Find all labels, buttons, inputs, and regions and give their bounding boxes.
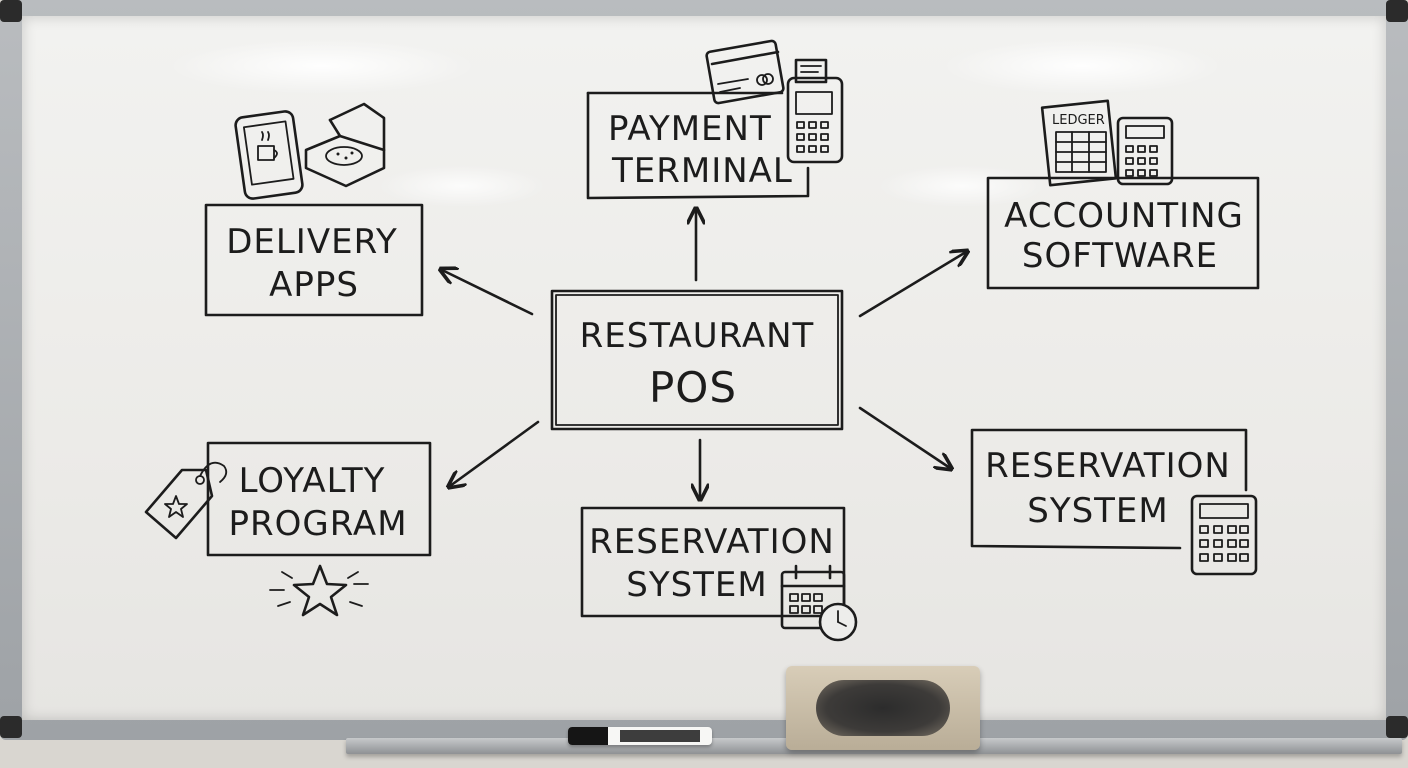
arrow-to-loyalty (450, 420, 540, 486)
eraser-felt (816, 680, 950, 736)
loyalty-label-line2: PROGRAM (228, 504, 407, 544)
credit-card-icon (705, 39, 785, 105)
node-payment-terminal: PAYMENT TERMINAL (586, 91, 810, 200)
loyalty-label-line1: LOYALTY (239, 461, 386, 501)
takeout-box-icon (304, 102, 386, 188)
node-delivery-apps: DELIVERY APPS (204, 203, 424, 317)
node-accounting-software: ACCOUNTING SOFTWARE (986, 176, 1260, 290)
center-label-line1: RESTAURANT (580, 316, 815, 356)
accounting-label-line1: ACCOUNTING (1004, 196, 1244, 236)
reservation-right-label-line1: RESERVATION (985, 446, 1231, 486)
center-node-restaurant-pos: RESTAURANT POS (550, 289, 844, 431)
node-reservation-system-bottom: RESERVATION SYSTEM (580, 506, 846, 618)
frame-corner (0, 716, 22, 738)
payment-label-line2: TERMINAL (611, 151, 793, 191)
delivery-label-line2: APPS (269, 265, 359, 305)
calendar-icon (780, 564, 846, 630)
reservation-bottom-label-line1: RESERVATION (589, 522, 835, 562)
calculator-icon (1116, 116, 1174, 186)
marker-band (620, 730, 700, 742)
ledger-icon: LEDGER (1040, 99, 1118, 187)
card-reader-icon (786, 58, 844, 164)
whiteboard-surface (22, 16, 1386, 720)
arrow-to-reservation-right (858, 406, 950, 468)
marker-pen[interactable] (568, 727, 712, 745)
arrow-to-accounting (858, 252, 966, 318)
ledger-icon-label: LEDGER (1052, 113, 1105, 128)
node-reservation-system-right: RESERVATION SYSTEM (970, 428, 1248, 550)
star-icon (269, 564, 369, 617)
frame-corner (1386, 0, 1408, 22)
reservation-bottom-label-line2: SYSTEM (626, 565, 768, 605)
whiteboard-eraser[interactable] (786, 666, 980, 750)
delivery-label-line1: DELIVERY (226, 222, 398, 262)
calculator-icon (1190, 494, 1258, 576)
node-loyalty-program: LOYALTY PROGRAM (206, 441, 432, 557)
clock-icon (818, 602, 858, 642)
tag-icon (144, 461, 228, 540)
frame-corner (1386, 716, 1408, 738)
center-label-line2: POS (649, 363, 737, 412)
smartphone-icon (234, 110, 304, 200)
arrow-to-delivery (442, 270, 534, 316)
payment-label-line1: PAYMENT (608, 109, 772, 149)
frame-corner (0, 0, 22, 22)
marker-cap (568, 727, 608, 745)
reservation-right-label-line2: SYSTEM (1027, 491, 1169, 531)
accounting-label-line2: SOFTWARE (1022, 236, 1218, 276)
